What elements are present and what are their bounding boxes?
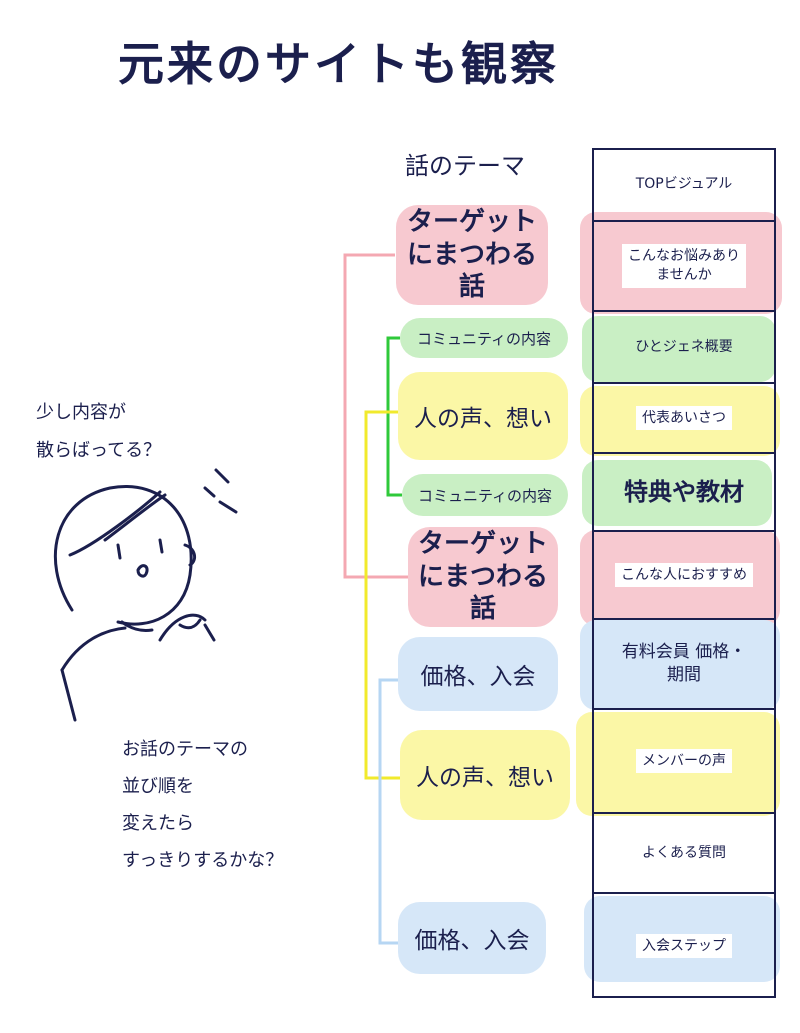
theme-voices-1: 人の声、想い	[398, 372, 568, 460]
section-membership-price: 有料会員 価格・期間	[592, 620, 776, 710]
yellow-connector	[364, 410, 402, 780]
section-benefits: 特典や教材	[592, 454, 776, 532]
site-page-outline	[592, 148, 776, 998]
page-title: 元来のサイトも観察	[118, 37, 559, 91]
section-worries: こんなお悩みありませんか	[592, 222, 776, 312]
section-overview: ひとジェネ概要	[592, 312, 776, 384]
person-question-text: 少し内容が 散らばってる？	[36, 402, 162, 461]
theme-price-2: 価格、入会	[398, 902, 546, 974]
section-recommended: こんな人におすすめ	[592, 532, 776, 620]
section-faq: よくある質問	[592, 814, 776, 894]
section-member-voices: メンバーの声	[592, 710, 776, 814]
green-connector	[386, 336, 402, 497]
theme-target-2: ターゲットにまつわる話	[408, 527, 558, 627]
section-top-visual: TOPビジュアル	[592, 148, 776, 222]
person-suggestion-text: お話のテーマの 並び順を 変えたら すっきりするかな？	[122, 739, 284, 871]
section-greeting: 代表あいさつ	[592, 384, 776, 454]
pink-connector	[343, 253, 408, 579]
blue-connector	[378, 678, 400, 945]
section-join-steps: 入会ステップ	[592, 894, 776, 998]
theme-target-1: ターゲットにまつわる話	[396, 205, 548, 305]
theme-price-1: 価格、入会	[398, 637, 558, 711]
theme-voices-2: 人の声、想い	[400, 730, 570, 820]
theme-community-1: コミュニティの内容	[400, 318, 568, 358]
themes-heading: 話のテーマ	[405, 152, 525, 180]
theme-community-2: コミュニティの内容	[402, 474, 568, 516]
